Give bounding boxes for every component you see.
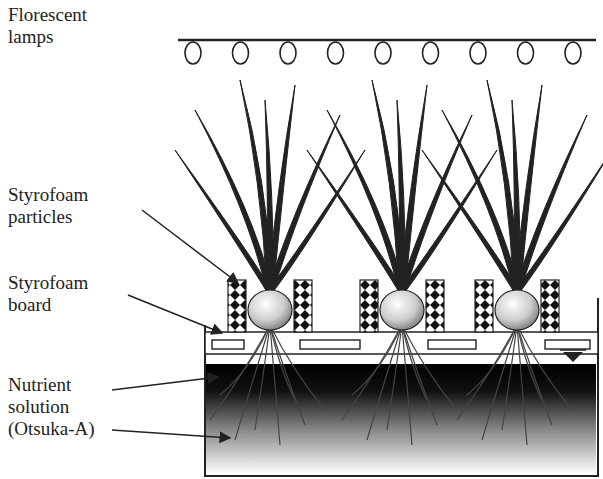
leaf (399, 150, 497, 292)
leaf (175, 150, 273, 292)
bulb (248, 290, 292, 330)
root (235, 325, 270, 440)
leaf (514, 150, 603, 292)
leaf (372, 80, 405, 292)
root (270, 325, 280, 445)
styrofoam-particles (360, 280, 378, 332)
root (402, 325, 412, 445)
styrofoam-particles (426, 280, 444, 332)
part-label: Florescent lamps (8, 4, 108, 48)
leaf (307, 150, 405, 292)
bulb (380, 290, 424, 330)
lamp-tube (233, 42, 249, 64)
root (402, 325, 427, 400)
root (367, 325, 402, 440)
root (517, 325, 527, 445)
styrofoam-particles (228, 280, 246, 332)
root (467, 325, 517, 395)
leaf (267, 150, 365, 292)
root (457, 325, 517, 420)
styrofoam-particles (475, 280, 493, 332)
part-label: Nutrient solution (Otsuka-A) (8, 374, 110, 440)
lamp-tube (280, 42, 296, 64)
lamp-tube (518, 42, 534, 64)
root (517, 325, 542, 400)
root (517, 325, 552, 425)
lamp-tube (375, 42, 391, 64)
root (210, 325, 270, 420)
styrofoam-particles (541, 280, 559, 332)
lamp-tube (565, 42, 581, 64)
lamp-tube (328, 42, 344, 64)
root (517, 325, 572, 410)
lamp-tube (185, 42, 201, 64)
bulb (495, 290, 539, 330)
root (220, 325, 270, 395)
root (352, 325, 402, 395)
part-label: Styrofoam particles (8, 184, 140, 228)
root (402, 325, 437, 425)
lamp-tube (470, 42, 486, 64)
leaf (487, 80, 520, 292)
root (402, 325, 457, 410)
part-label: Styrofoam board (8, 272, 126, 316)
root (482, 325, 517, 440)
root (270, 325, 325, 410)
root (270, 325, 305, 425)
root (342, 325, 402, 420)
leaf (240, 80, 273, 292)
lamp-tube (423, 42, 439, 64)
root (270, 325, 295, 400)
styrofoam-particles (294, 280, 312, 332)
leaf (422, 150, 520, 292)
